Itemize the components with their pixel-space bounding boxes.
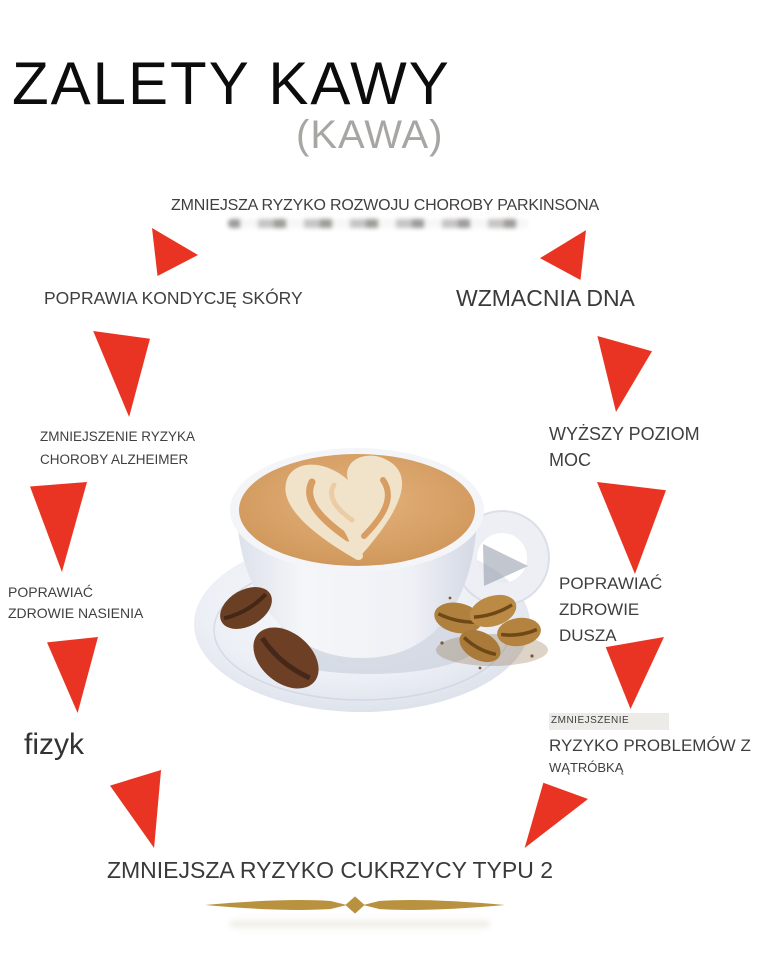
red-arrow-left-middle-icon: [30, 482, 87, 572]
benefit-energy-line2: MOC: [549, 450, 591, 470]
benefit-soul-line2: ZDROWIE: [559, 600, 640, 619]
benefit-dna-label: WZMACNIA DNA: [456, 285, 635, 311]
benefit-energy-label: WYŻSZY POZIOM MOC: [549, 421, 700, 473]
benefit-alzheimer-line1: ZMNIEJSZENIE RYZYKA: [40, 429, 196, 444]
red-arrow-right-middle-icon: [597, 482, 666, 574]
coffee-beans-dark: [220, 587, 319, 689]
coffee-cup-illustration: [194, 448, 550, 712]
red-arrow-bottom-right-icon: [524, 782, 588, 848]
benefit-semen-label: POPRAWIAĆ ZDROWIE NASIENIA: [8, 582, 143, 624]
coffee-beans-light: [434, 594, 548, 670]
benefit-soul-label: POPRAWIAĆ ZDROWIE DUSZA: [559, 571, 662, 649]
benefit-skin-label: POPRAWIA KONDYCJĘ SKÓRY: [44, 288, 303, 308]
benefit-energy-line1: WYŻSZY POZIOM: [549, 424, 700, 444]
red-arrow-bottom-left-icon: [110, 770, 162, 848]
page-subtitle: (KAWA): [296, 113, 444, 157]
benefit-liver-line1: ZMNIEJSZENIE: [549, 713, 670, 730]
benefit-parkinson-label: ZMNIEJSZA RYZYKO ROZWOJU CHOROBY PARKINS…: [171, 197, 599, 214]
benefit-liver-label: ZMNIEJSZENIE RYZYKO PROBLEMÓW Z WĄTRÓBKĄ: [549, 709, 751, 776]
red-arrow-right-lower-icon: [605, 637, 664, 709]
benefit-semen-line1: POPRAWIAĆ: [8, 584, 94, 600]
red-arrow-left-lower-icon: [47, 637, 98, 713]
benefit-semen-line2: ZDROWIE NASIENIA: [8, 605, 144, 621]
gold-divider-ornament-icon: [205, 896, 505, 914]
red-arrow-left-upper-icon: [93, 331, 150, 417]
benefit-physical-label: fizyk: [24, 728, 84, 761]
ornament-reflection: [230, 920, 490, 928]
blurred-text-smudge: [228, 219, 528, 228]
page-title: ZALETY KAWY: [12, 50, 451, 117]
red-arrow-top-left-icon: [152, 228, 198, 276]
benefit-diabetes-label: ZMNIEJSZA RYZYKO CUKRZYCY TYPU 2: [106, 857, 554, 883]
benefit-soul-line1: POPRAWIAĆ: [559, 574, 663, 593]
benefit-alzheimer-label: ZMNIEJSZENIE RYZYKA CHOROBY ALZHEIMER: [40, 425, 195, 471]
latte-foam-heart: [239, 454, 475, 566]
benefit-liver-line2: RYZYKO PROBLEMÓW Z: [549, 735, 751, 755]
red-arrow-right-upper-icon: [597, 336, 652, 412]
benefit-liver-line3: WĄTRÓBKĄ: [549, 759, 624, 775]
benefit-alzheimer-line2: CHOROBY ALZHEIMER: [40, 452, 189, 467]
red-arrow-top-right-icon: [540, 230, 586, 280]
benefit-soul-line3: DUSZA: [559, 626, 617, 645]
